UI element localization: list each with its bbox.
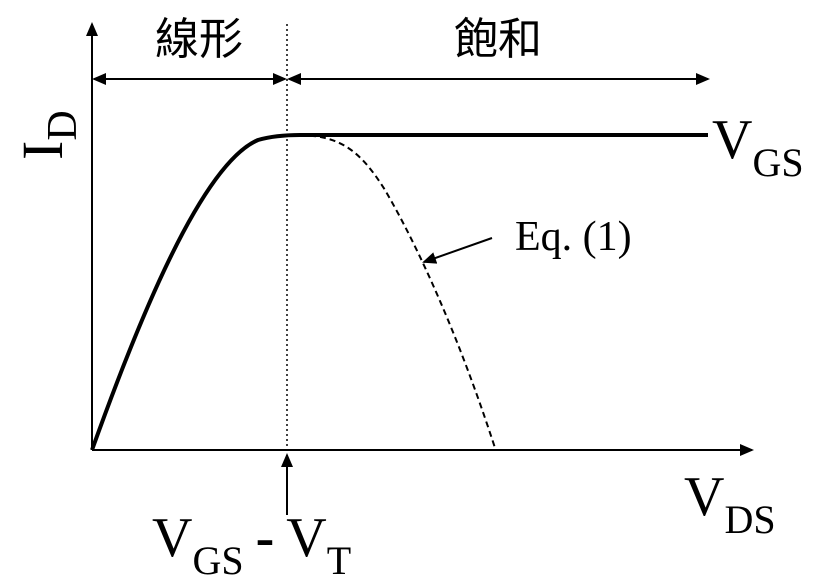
vgs-curve-label-main: V xyxy=(712,109,752,171)
eq1-label: Eq. (1) xyxy=(515,214,632,260)
x-axis-label-main: V xyxy=(684,466,724,528)
x-axis-label: VDS xyxy=(684,466,776,542)
boundary-vt-main: V xyxy=(286,507,326,569)
boundary-vt-sub: T xyxy=(327,538,351,579)
vgs-curve-label: VGS xyxy=(712,109,804,185)
eq1-dashed-curve xyxy=(299,134,496,449)
saturation-region-label: 飽和 xyxy=(454,14,542,65)
eq1-pointer-arrow xyxy=(422,237,493,264)
x-axis-label-sub: DS xyxy=(724,497,775,542)
vgs-curve-label-sub: GS xyxy=(752,140,803,185)
y-axis-label-sub: D xyxy=(40,110,86,140)
linear-region-label: 線形 xyxy=(155,14,243,65)
y-axis-label-main: I xyxy=(10,141,75,160)
y-axis-label: ID xyxy=(10,110,86,160)
boundary-minus: - xyxy=(256,507,275,569)
id-curve-solid xyxy=(90,133,708,451)
boundary-vgs-main: V xyxy=(152,507,192,569)
boundary-vgs-sub: GS xyxy=(192,538,243,579)
boundary-label: VGS-VT xyxy=(152,507,351,579)
